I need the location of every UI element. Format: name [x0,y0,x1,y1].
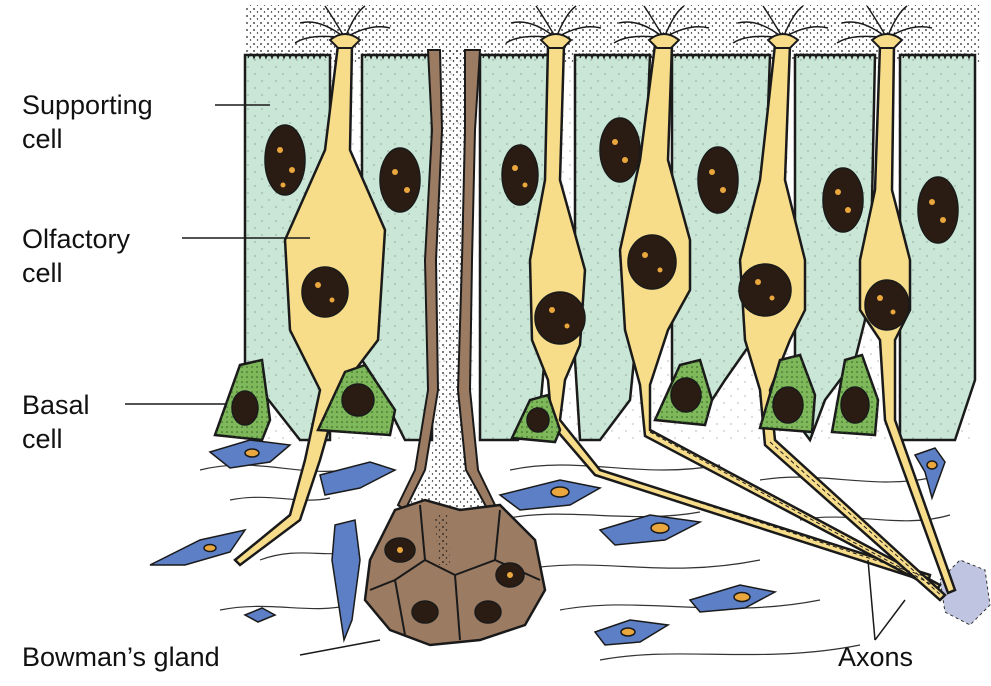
label-supporting-cell-line1: Supporting [22,88,153,122]
label-olfactory-cell-line1: Olfactory [22,222,130,256]
label-olfactory-cell: Olfactory cell [22,222,130,290]
axons-leader-1 [868,560,875,640]
label-olfactory-cell-line2: cell [22,256,130,290]
label-supporting-cell: Supporting cell [22,88,153,156]
bowmans-gland-leader [300,640,380,655]
label-axons: Axons [838,640,913,674]
label-basal-cell-line1: Basal [22,388,90,422]
label-basal-cell-line2: cell [22,422,90,456]
axons-leader-2 [875,600,905,640]
label-bowmans-gland: Bowman’s gland [22,640,220,674]
label-supporting-cell-line2: cell [22,122,153,156]
label-basal-cell: Basal cell [22,388,90,456]
